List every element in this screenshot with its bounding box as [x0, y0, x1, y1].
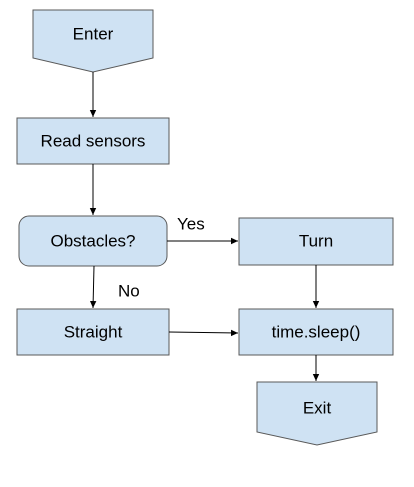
node-obstacles-label: Obstacles? — [50, 232, 135, 251]
edge-straight-to-sleep — [168, 329, 239, 337]
node-turn: Turn — [238, 217, 394, 266]
node-straight-label: Straight — [64, 323, 123, 342]
edge-label-yes: Yes — [177, 215, 205, 234]
node-enter: Enter — [32, 9, 154, 73]
node-enter-label: Enter — [73, 25, 114, 44]
node-straight-shape — [16, 308, 170, 356]
node-read-sensors-label: Read sensors — [41, 132, 146, 151]
node-turn-shape — [238, 217, 394, 266]
node-exit-shape — [256, 381, 378, 446]
edge-label-no: No — [118, 282, 140, 301]
node-turn-label: Turn — [299, 232, 333, 251]
node-exit: Exit — [256, 381, 378, 446]
node-enter-shape — [32, 9, 154, 73]
node-exit-label: Exit — [303, 399, 332, 418]
edge-obstacles-to-straight — [89, 265, 97, 309]
node-read-sensors: Read sensors — [16, 117, 170, 165]
node-read-sensors-shape — [16, 117, 170, 165]
node-sleep: time.sleep() — [238, 308, 394, 356]
node-sleep-label: time.sleep() — [272, 323, 361, 342]
node-obstacles: Obstacles? — [18, 215, 168, 267]
node-straight: Straight — [16, 308, 170, 356]
